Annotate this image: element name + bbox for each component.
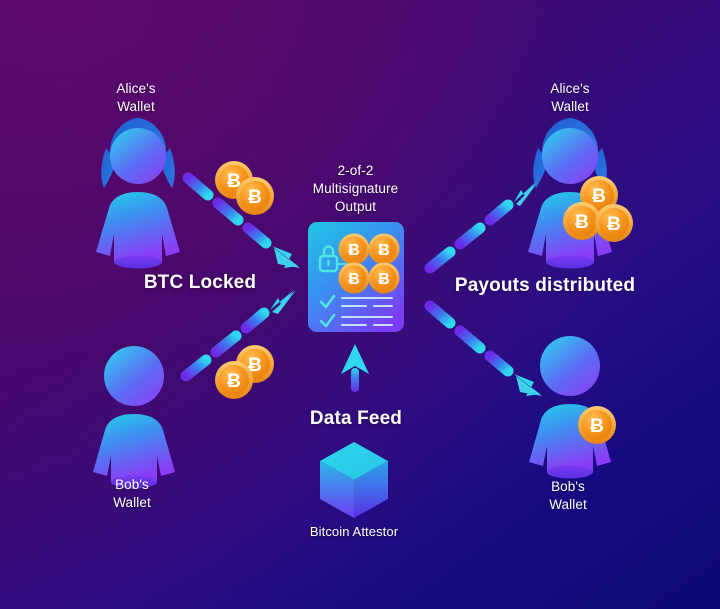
arrowhead xyxy=(514,182,536,202)
label-bitcoin-attestor: Bitcoin Attestor xyxy=(309,524,399,539)
avatar-bob-left[interactable] xyxy=(88,340,180,490)
bitcoin-coin: Ƀ xyxy=(578,406,616,444)
arrowhead-wing xyxy=(272,290,296,314)
coin-symbol: Ƀ xyxy=(227,371,241,392)
alice-base xyxy=(546,255,594,269)
arrowhead-wing xyxy=(516,182,538,206)
arrow-multisig-to-bob xyxy=(424,298,554,408)
lock-icon xyxy=(318,245,339,273)
alice-avatar-icon xyxy=(96,118,180,269)
cube-left-face xyxy=(320,461,354,518)
bitcoin-coin: Ƀ xyxy=(368,233,400,265)
alice-right-line1: Alice's xyxy=(550,81,590,96)
arrowhead xyxy=(341,344,369,374)
bob-base xyxy=(547,465,593,479)
bitcoin-coin: Ƀ xyxy=(338,262,370,294)
label-bob-wallet-right: Bob's Wallet xyxy=(518,478,618,514)
avatar-bob-right[interactable] xyxy=(524,330,616,480)
coin-symbol: Ƀ xyxy=(592,186,606,207)
coin-symbol: Ƀ xyxy=(590,416,604,437)
bitcoin-coin: Ƀ xyxy=(563,202,601,240)
coins-bob-right: Ƀ xyxy=(576,404,618,446)
multisig-card[interactable]: Ƀ Ƀ Ƀ Ƀ xyxy=(308,222,404,332)
arrowhead-wing xyxy=(274,248,300,268)
bitcoin-coin: Ƀ xyxy=(215,361,253,399)
multisig-card-icon: Ƀ Ƀ Ƀ Ƀ xyxy=(308,222,404,332)
cube-right-face xyxy=(354,461,388,518)
arrow-multisig-to-alice xyxy=(424,178,544,278)
alice-base xyxy=(114,255,162,269)
bob-head xyxy=(540,336,600,396)
coin-symbol: Ƀ xyxy=(607,214,621,235)
bitcoin-coin: Ƀ xyxy=(338,233,370,265)
arrow-alice-to-multisig xyxy=(180,168,310,278)
coin-symbol: Ƀ xyxy=(348,271,360,288)
dashed-line xyxy=(180,307,270,382)
bitcoin-coin: Ƀ xyxy=(236,177,274,215)
bitcoin-coin: Ƀ xyxy=(595,204,633,242)
check-icon xyxy=(319,294,336,309)
alice-right-line2: Wallet xyxy=(551,98,589,114)
avatar-alice-left[interactable] xyxy=(88,112,188,272)
bob-left-line2: Wallet xyxy=(113,494,151,510)
arrow-bob-to-multisig xyxy=(178,288,308,388)
label-payouts-distributed: Payouts distributed xyxy=(454,275,636,296)
label-alice-wallet-left: Alice's Wallet xyxy=(86,80,186,116)
coin-symbol: Ƀ xyxy=(227,171,241,192)
bob-avatar-icon xyxy=(529,336,611,479)
alice-head xyxy=(110,128,166,184)
card-checklist xyxy=(319,294,394,328)
coins-bob-left: Ƀ Ƀ xyxy=(214,344,276,402)
arrowhead xyxy=(270,290,294,310)
arrow-attestor-to-multisig xyxy=(338,342,372,394)
multisig-line3: Output xyxy=(334,198,377,214)
arrow-tail xyxy=(351,368,359,392)
bob-left-line1: Bob's xyxy=(115,477,149,492)
alice-left-line2: Wallet xyxy=(117,98,155,114)
coin-symbol: Ƀ xyxy=(248,187,262,208)
coin-symbol: Ƀ xyxy=(575,212,589,233)
arrowhead-wing xyxy=(516,376,542,396)
bitcoin-coin: Ƀ xyxy=(368,262,400,294)
dashed-line xyxy=(182,172,272,249)
card-coin-grid: Ƀ Ƀ Ƀ Ƀ xyxy=(338,233,400,294)
bob-head xyxy=(104,346,164,406)
label-data-feed: Data Feed xyxy=(309,408,403,429)
label-bob-wallet-left: Bob's Wallet xyxy=(82,476,182,512)
coin-symbol: Ƀ xyxy=(378,271,390,288)
bob-right-line1: Bob's xyxy=(551,479,585,494)
label-btc-locked: BTC Locked xyxy=(143,272,257,293)
bob-right-line2: Wallet xyxy=(549,496,587,512)
bob-base xyxy=(111,475,157,489)
bob-body xyxy=(93,414,175,482)
label-multisig-output: 2-of-2 Multisignature Output xyxy=(303,162,408,215)
coin-symbol: Ƀ xyxy=(348,242,360,259)
dashed-line xyxy=(424,199,514,274)
bob-avatar-icon xyxy=(93,346,175,489)
multisig-line2: Multisignature xyxy=(312,180,399,196)
check-icon xyxy=(319,313,336,328)
alice-head xyxy=(542,128,598,184)
coins-alice-left: Ƀ Ƀ xyxy=(214,160,276,218)
multisig-line1: 2-of-2 xyxy=(337,163,374,178)
coin-symbol: Ƀ xyxy=(248,355,262,376)
alice-body xyxy=(96,192,180,262)
dashed-line xyxy=(424,300,514,377)
label-alice-wallet-right: Alice's Wallet xyxy=(520,80,620,116)
coin-symbol: Ƀ xyxy=(378,242,390,259)
alice-left-line1: Alice's xyxy=(116,81,156,96)
attestor-cube[interactable] xyxy=(316,440,392,520)
coins-alice-right: Ƀ Ƀ Ƀ xyxy=(562,175,636,247)
cube-icon xyxy=(320,442,388,518)
